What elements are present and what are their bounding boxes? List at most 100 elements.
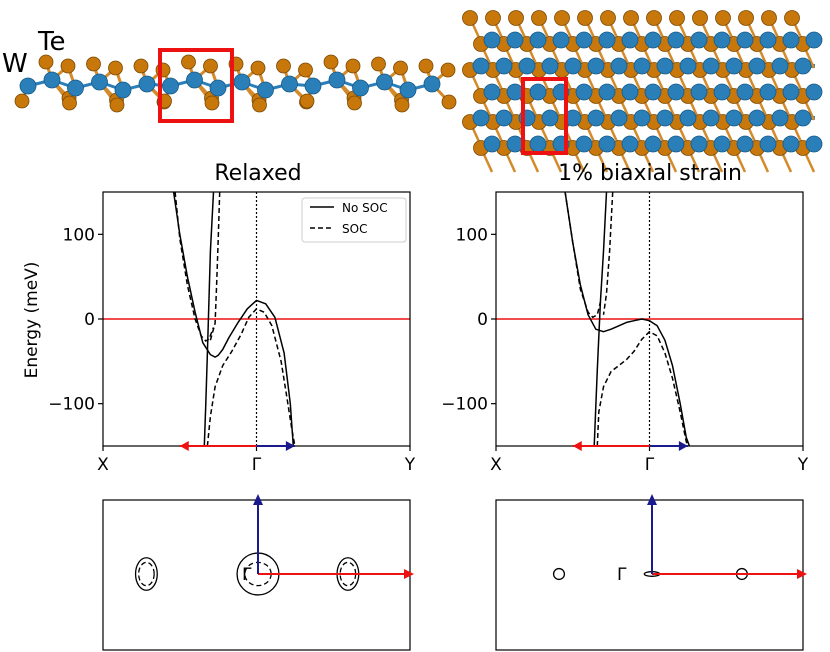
tungsten-atom [667,31,685,49]
arrow-head [647,494,657,505]
x-tick-label: Γ [645,455,655,475]
tungsten-atom [304,77,322,95]
band-soc [564,192,602,319]
arrow-head [285,441,295,451]
tungsten-atom [702,109,720,127]
legend-entry-soc: SOC [342,222,367,236]
tungsten-atom [736,31,754,49]
tellurium-atom [204,95,220,111]
band-soc [206,308,296,446]
y-tick-label: −100 [441,395,488,415]
tungsten-atom [575,31,593,49]
band-no-soc [203,192,215,446]
tungsten-atom [423,75,441,93]
tungsten-atom [736,135,754,153]
tungsten-atom [233,73,251,91]
tungsten-atom [495,109,513,127]
tellurium-atom [60,58,76,74]
tungsten-label: W [2,49,28,79]
tungsten-atom [610,57,628,75]
tellurium-atom [323,54,339,70]
y-tick-label: 0 [84,310,95,330]
tungsten-atom [598,135,616,153]
tungsten-atom [19,77,37,95]
tungsten-atom [644,135,662,153]
legend-entry-no-soc: No SOC [342,201,388,215]
tungsten-atom [506,83,524,101]
tungsten-atom [506,31,524,49]
tungsten-atom [598,83,616,101]
tungsten-atom [633,57,651,75]
tungsten-atom [690,83,708,101]
tellurium-atom [646,10,662,26]
tungsten-atom [587,57,605,75]
structure-side-view [14,48,457,123]
x-tick-label: Γ [252,455,262,475]
tungsten-atom [794,109,812,127]
tungsten-atom [656,109,674,127]
tungsten-atom [748,109,766,127]
tungsten-atom [771,57,789,75]
tellurium-atom [347,95,362,111]
tungsten-atom [529,83,547,101]
tungsten-atom [529,31,547,49]
tungsten-atom [529,135,547,153]
x-tick-label: X [97,455,109,475]
y-tick-label: 100 [63,225,95,245]
tungsten-atom [495,57,513,75]
tellurium-atom [371,56,386,72]
tellurium-atom [108,60,123,76]
tungsten-atom [748,57,766,75]
tellurium-atom [203,58,218,74]
tungsten-atom [713,83,731,101]
tungsten-atom [518,57,536,75]
tellurium-atom [508,10,524,26]
tellurium-atom [738,10,754,26]
tungsten-atom [114,81,132,99]
unit-cell-highlight [158,48,234,123]
tungsten-atom [656,57,674,75]
arrow-head [572,441,582,451]
tungsten-atom [644,83,662,101]
tungsten-atom [702,57,720,75]
tungsten-atom [610,109,628,127]
tungsten-atom [138,75,156,93]
tungsten-atom [725,109,743,127]
tellurium-atom [86,56,101,72]
tellurium-atom [462,10,478,26]
band-soc [174,192,215,342]
tellurium-atom [14,93,30,109]
y-tick-label: −100 [48,395,95,415]
tungsten-atom [552,31,570,49]
tungsten-atom [209,79,227,97]
tellurium-atom [531,10,547,26]
band-no-soc [172,192,295,446]
tungsten-atom [771,109,789,127]
tungsten-atom [679,57,697,75]
tellurium-atom [761,10,777,26]
fermi-pocket [134,557,158,591]
tellurium-atom [393,60,408,76]
gamma-label: Γ [242,565,252,585]
tungsten-atom [472,57,490,75]
tungsten-atom [782,31,800,49]
tungsten-atom [667,83,685,101]
tungsten-atom [713,135,731,153]
tellurium-atom [418,58,434,74]
tungsten-atom [541,57,559,75]
tellurium-atom [345,58,361,74]
panel-title-strain: 1% biaxial strain [558,161,742,186]
tungsten-atom [506,135,524,153]
tellurium-atom [441,94,457,110]
y-tick-label: 0 [477,310,488,330]
tungsten-atom [472,109,490,127]
arrow-head [253,494,263,505]
tungsten-atom [794,57,812,75]
tungsten-atom [587,109,605,127]
arrow-head [678,441,688,451]
y-tick-label: 100 [456,225,488,245]
arrow-head [404,569,414,579]
tungsten-atom [575,83,593,101]
tungsten-atom [621,135,639,153]
